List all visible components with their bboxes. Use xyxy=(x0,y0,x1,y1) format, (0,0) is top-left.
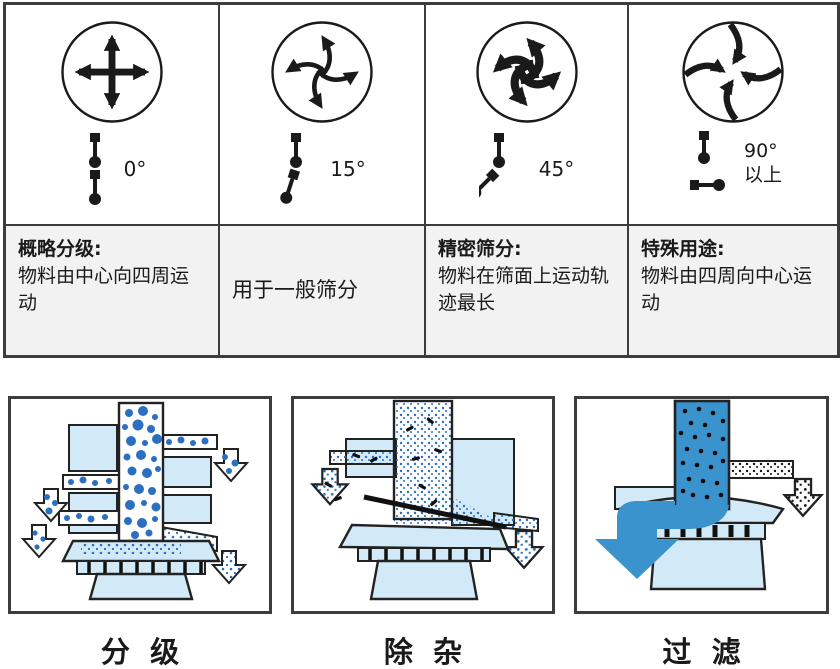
desc-cell-15deg: 用于一般筛分 xyxy=(218,224,424,355)
angle-label: 15° xyxy=(330,157,366,181)
application-box-classification xyxy=(8,396,272,614)
desc-title: 概略分级: xyxy=(18,238,102,260)
pinwheel-arrows-strong-icon xyxy=(475,21,578,123)
desc-cell-45deg: 精密筛分: 物料在筛面上运动轨迹最长 xyxy=(424,224,627,355)
desc-text: 物料在筛面上运动轨迹最长 xyxy=(438,264,610,314)
application-label-classification: 分 级 xyxy=(100,635,180,669)
filtration-diagram-icon xyxy=(595,399,823,591)
eccentric-weights-0deg-icon xyxy=(88,133,101,205)
motion-cell-45deg: 45° xyxy=(424,5,627,224)
weight-setting-0deg: 0° xyxy=(78,131,147,207)
angle-label: 45° xyxy=(538,157,575,181)
eccentric-weights-15deg-icon xyxy=(280,133,303,204)
motion-cell-0deg: 0° xyxy=(6,5,218,224)
desc-title: 精密筛分: xyxy=(438,238,522,260)
application-label-filtration: 过 滤 xyxy=(662,635,741,669)
four-way-cross-arrows-icon xyxy=(61,21,163,123)
angle-label: 90° 以上 xyxy=(743,140,782,186)
eccentric-weights-45deg-icon xyxy=(478,133,505,199)
impurity-removal-diagram-icon xyxy=(311,399,544,601)
application-box-impurity-removal xyxy=(291,396,555,614)
angle-label: 0° xyxy=(123,157,147,181)
inward-spiral-arrows-icon xyxy=(682,21,784,123)
eccentric-weights-90deg-icon xyxy=(689,131,725,191)
desc-text: 用于一般筛分 xyxy=(232,277,358,302)
motion-cell-15deg: 15° xyxy=(218,5,424,224)
multi-deck-classifier-diagram-icon xyxy=(22,401,248,601)
pinwheel-arrows-gentle-icon xyxy=(271,21,373,123)
motion-cell-90deg: 90° 以上 xyxy=(627,5,837,224)
application-box-filtration xyxy=(574,396,829,614)
application-label-impurity-removal: 除 杂 xyxy=(383,635,463,669)
desc-title: 特殊用途: xyxy=(641,238,725,260)
weight-setting-90deg: 90° 以上 xyxy=(684,131,782,197)
weight-setting-45deg: 45° xyxy=(478,131,575,207)
desc-text: 物料由四周向中心运动 xyxy=(641,264,813,314)
desc-cell-90deg: 特殊用途: 物料由四周向中心运动 xyxy=(627,224,837,355)
weight-setting-15deg: 15° xyxy=(278,131,366,207)
desc-cell-0deg: 概略分级: 物料由中心向四周运动 xyxy=(6,224,218,355)
motion-pattern-table: 0° xyxy=(3,2,840,358)
desc-text: 物料由中心向四周运动 xyxy=(18,264,190,314)
